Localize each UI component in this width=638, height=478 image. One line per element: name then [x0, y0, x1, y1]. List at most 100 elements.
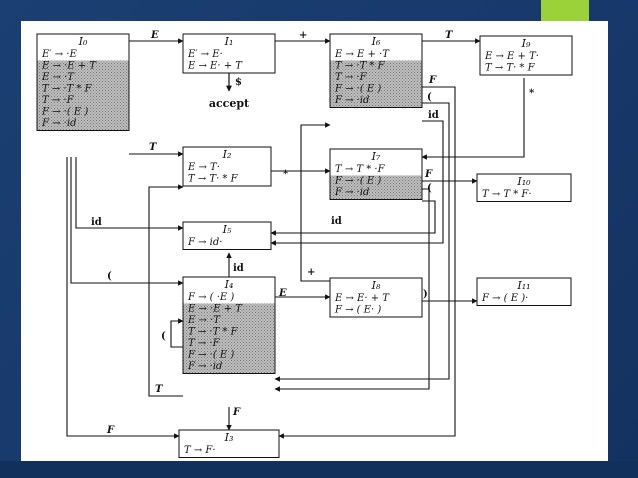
kernel-item: E → T·	[187, 162, 220, 173]
closure-shading	[330, 175, 422, 199]
edge-i4-i4	[170, 318, 184, 348]
closure-item: F → ·( E )	[187, 350, 234, 361]
closure-item: F → ·id	[41, 118, 76, 129]
edge-i0-i4	[70, 157, 184, 286]
state-label: I₅	[222, 223, 232, 236]
state-label: I₀	[78, 35, 88, 48]
kernel-item: E → E· + T	[334, 293, 390, 304]
edge-symbol: *	[283, 169, 289, 180]
closure-item: T → ·T * F	[42, 84, 93, 95]
state-label: I₆	[371, 35, 381, 48]
edge-symbol: id	[233, 263, 244, 274]
state-label: I₈	[371, 279, 381, 292]
edge-symbol: +	[299, 30, 307, 41]
closure-item: E → ·T	[187, 315, 221, 326]
edge-symbol: E	[278, 288, 287, 299]
closure-shading	[37, 60, 129, 130]
closure-item: T → ·F	[188, 338, 221, 349]
edge-symbol: (	[427, 92, 432, 103]
edge-symbol: *	[529, 88, 535, 99]
edge-symbol: F	[232, 407, 241, 418]
state-i5: I₅F → id·	[182, 221, 272, 250]
state-i3: I₃ T → F·	[178, 429, 280, 458]
kernel-item: F → ( E )·	[481, 293, 528, 304]
state-nodes: I₀E′ → ·EE → ·E + TE → ·TT → ·T * FT → ·…	[36, 33, 573, 458]
edge-symbol: T	[445, 30, 454, 41]
kernel-item: T → F·	[184, 445, 216, 456]
edge-symbol: T	[155, 384, 164, 395]
state-label: I₉	[521, 37, 531, 50]
state-i9: I₉E → E + T·T → T· * F	[479, 35, 573, 76]
state-box	[182, 221, 272, 250]
edge-symbol: +	[307, 267, 315, 278]
closure-item: E → ·E + T	[41, 61, 97, 72]
state-box	[178, 429, 280, 458]
state-box	[476, 277, 572, 306]
edge-i6-i4	[274, 102, 450, 382]
state-label: I₃	[224, 431, 234, 444]
state-i8: I₈E → E· + TF → ( E· )	[329, 277, 423, 318]
edge-symbol: id	[428, 110, 439, 121]
closure-item: F → ·( E )	[41, 107, 88, 118]
closure-item: T → ·T * F	[188, 327, 239, 338]
accept-symbol: $	[235, 77, 242, 88]
state-box	[329, 277, 423, 318]
edge-i9-i7	[421, 78, 525, 160]
kernel-item: F → id·	[187, 237, 222, 248]
state-box	[479, 35, 573, 76]
kernel-item: E′ → E·	[187, 49, 223, 60]
edge-symbol: E	[150, 30, 159, 41]
edge-symbol: id	[331, 216, 342, 227]
closure-item: F → ·id	[334, 187, 369, 198]
kernel-item: F → ( ·E )	[187, 292, 234, 303]
edge-symbol: (	[107, 271, 112, 282]
closure-item: F → ·( E )	[334, 84, 381, 95]
edge-i7-i5	[270, 200, 436, 236]
kernel-item: T → T· * F	[188, 174, 239, 185]
closure-item: T → ·F	[42, 95, 75, 106]
kernel-item: E → E + ·T	[334, 49, 390, 60]
state-label: I₇	[371, 150, 381, 163]
edge-i0-i5	[75, 157, 184, 231]
edge-i0-i3	[66, 157, 180, 439]
kernel-item: E → E + T·	[484, 51, 539, 62]
kernel-item: T → T· * F	[485, 63, 536, 74]
state-i1: I₁E′ → E·E → E· + T	[182, 33, 276, 74]
edge-symbol: F	[424, 169, 433, 180]
kernel-item: E → E· + T	[187, 61, 243, 72]
state-i7: I₇T → T * ·FF → ·( E )F → ·id	[329, 148, 423, 200]
lr0-automaton-diagram: I₀E′ → ·EE → ·E + TE → ·TT → ·T * FT → ·…	[36, 30, 573, 458]
state-i6: I₆E → E + ·TT → ·T * FT → ·FF → ·( E )F …	[329, 33, 423, 108]
state-label: I₁₀	[516, 175, 531, 188]
kernel-item: T → T * F·	[482, 189, 532, 200]
edge-i6-i5	[270, 120, 444, 246]
state-i2: I₂E → T·T → T· * F	[182, 146, 272, 187]
kernel-item: E′ → ·E	[41, 49, 77, 60]
state-box	[182, 33, 276, 74]
closure-item: F → ·id	[334, 95, 369, 106]
edge-i4-i2	[148, 184, 184, 397]
closure-shading	[330, 60, 422, 107]
state-label: I₄	[224, 278, 234, 291]
closure-item: F → ·( E )	[334, 176, 381, 187]
state-box	[182, 146, 272, 187]
edge-symbol: T	[149, 142, 158, 153]
closure-item: F → ·id	[187, 361, 222, 372]
edge-symbol: (	[427, 183, 432, 194]
edge-symbol: )	[423, 289, 428, 300]
edge-symbol: (	[161, 331, 166, 342]
state-label: I₁₁	[516, 279, 530, 292]
state-label: I₁	[224, 35, 234, 48]
closure-item: T → ·F	[335, 72, 368, 83]
edge-symbol: F	[428, 75, 437, 86]
state-i0: I₀E′ → ·EE → ·E + TE → ·TT → ·T * FT → ·…	[36, 33, 130, 131]
accept-label: accept	[209, 97, 250, 110]
kernel-item: T → T * ·F	[335, 164, 386, 175]
closure-shading	[183, 303, 275, 373]
kernel-item: F → ( E· )	[334, 305, 381, 316]
state-box	[476, 173, 572, 202]
